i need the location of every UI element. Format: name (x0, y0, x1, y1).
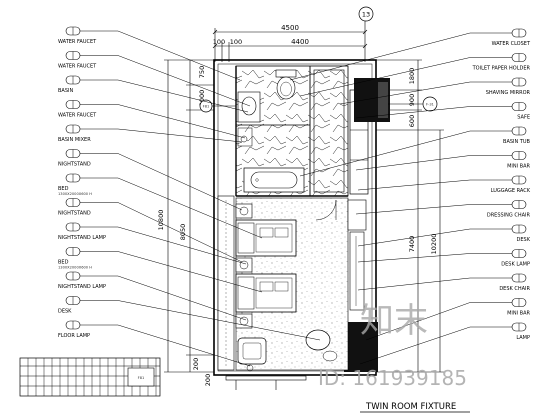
fixture-tag-icon (511, 298, 527, 307)
fixture-tag-icon (65, 51, 81, 60)
fixture-tag-icon (65, 247, 81, 256)
left-label: WATER FAUCET (58, 64, 97, 70)
dim-right-stack-c: 600 (408, 115, 416, 127)
dim-right-stack-b: 900 (408, 94, 416, 106)
water-closet-icon (275, 69, 297, 100)
fixture-tag-icon (65, 296, 81, 305)
right-label: LAMP (516, 335, 530, 341)
left-label-sub: 1300X2000X600 H (58, 192, 92, 196)
left-dimension (164, 59, 214, 373)
nightstand-1-icon (235, 203, 253, 219)
fixture-tag-icon (65, 100, 81, 109)
right-label: DESK CHAIR (499, 286, 530, 292)
left-label: BED (58, 186, 69, 192)
right-label: MINI BAR (507, 164, 530, 170)
fixture-tag-icon (511, 102, 527, 111)
fixture-tag-icon (65, 173, 81, 183)
fixture-tag-icon (65, 198, 81, 207)
right-label: MINI BAR (507, 311, 530, 317)
bathtub-icon (243, 167, 305, 193)
fixture-tag-icon (511, 200, 527, 209)
left-label: WATER FAUCET (58, 113, 97, 119)
right-label: DRESSING CHAIR (487, 213, 531, 219)
fixture-tag-icon (65, 75, 81, 85)
svg-text:F81: F81 (203, 105, 210, 109)
left-label-column: WATER FAUCET WATER FAUCET BASIN WATER FAUCE… (58, 26, 321, 367)
round-table-icon (305, 329, 338, 362)
left-label: BASIN MIXER (58, 137, 91, 143)
dim-left-stack-a: 750 (198, 66, 206, 78)
fixture-tag-icon (511, 273, 527, 283)
fixture-tag-icon (511, 322, 527, 332)
fixture-tag-icon (65, 149, 81, 158)
right-label: DESK (517, 237, 531, 243)
left-label: NIGHTSTAND (58, 162, 91, 168)
left-label: BASIN (58, 88, 73, 94)
svg-text:13: 13 (362, 11, 370, 19)
fixture-tag-icon (511, 224, 527, 234)
dim-right-inner: 7400 (408, 236, 416, 253)
section-marker-top-icon: 13 (358, 6, 374, 22)
key-plan-tag: F81 (138, 376, 145, 380)
floor-lamp-icon (246, 364, 254, 372)
dim-left-bottom: 200 (192, 358, 200, 370)
fixture-tag-icon (65, 124, 81, 134)
basin-vanity-icon (237, 91, 261, 147)
svg-text:F-31: F-31 (426, 103, 434, 107)
dim-left-inner: 8050 (179, 224, 187, 241)
fixture-tag-icon (65, 26, 81, 36)
dim-top-a: 100 (213, 38, 225, 46)
dim-top-c: 4400 (291, 38, 309, 46)
fixture-tag-icon (65, 222, 81, 232)
dim-left-stack-b: 2000 (198, 90, 206, 107)
fixture-tag-icon (65, 271, 81, 281)
left-label: BED (58, 260, 69, 266)
bed-2-icon (235, 273, 297, 313)
fixture-tag-icon (511, 175, 527, 185)
right-label: TOILET PAPER HOLDER (472, 66, 531, 72)
left-label: DESK (58, 309, 72, 315)
left-label: NIGHTSTAND (58, 211, 91, 217)
bed-1-icon (235, 219, 297, 257)
fixture-tag-icon (511, 77, 527, 87)
right-label-column: WATER CLOSET TOILET PAPER HOLDER SHAVING M… (289, 28, 531, 365)
fixture-tag-icon (511, 126, 527, 136)
watermark-logo-text: 知末 (360, 301, 428, 341)
dim-top-total: 4500 (281, 24, 299, 32)
right-label: BASIN TUB (503, 139, 531, 145)
dim-right-total: 10200 (430, 234, 438, 255)
fixture-tag-icon (65, 320, 81, 330)
right-label: SHAVING MIRROR (486, 90, 531, 96)
top-dimension (212, 14, 368, 62)
section-marker-right-icon: F-31 (388, 96, 438, 112)
key-plan: F81 (19, 357, 161, 397)
fixture-tag-icon (511, 249, 527, 258)
left-label: NIGHTSTAND LAMP (58, 284, 106, 290)
left-label-sub: 1300X2000X600 H (58, 266, 92, 270)
dim-right-stack-a: 1800 (408, 68, 416, 85)
drawing-title: TWIN ROOM FIXTURE (365, 402, 456, 412)
left-label: NIGHTSTAND LAMP (58, 235, 106, 241)
right-label: SAFE (517, 115, 530, 121)
watermark-id: ID: 161939185 (318, 366, 467, 390)
fixture-tag-icon (511, 28, 527, 38)
dim-left-total: 10800 (157, 210, 165, 231)
dim-left-bottom2: 200 (204, 374, 212, 386)
nightstand-3-icon (235, 313, 253, 329)
right-label: LUGGAGE RACK (491, 188, 531, 194)
right-label: WATER CLOSET (492, 41, 531, 47)
fixture-tag-icon (511, 53, 527, 62)
fixture-tag-icon (511, 151, 527, 160)
right-label: DESK LAMP (501, 262, 530, 268)
left-label: WATER FAUCET (58, 39, 97, 45)
left-label: FLOOR LAMP (58, 333, 90, 339)
room-plan (213, 59, 390, 390)
armchair-icon (237, 337, 267, 365)
dim-top-b: 100 (230, 38, 242, 46)
nightstand-2-icon (235, 257, 253, 273)
